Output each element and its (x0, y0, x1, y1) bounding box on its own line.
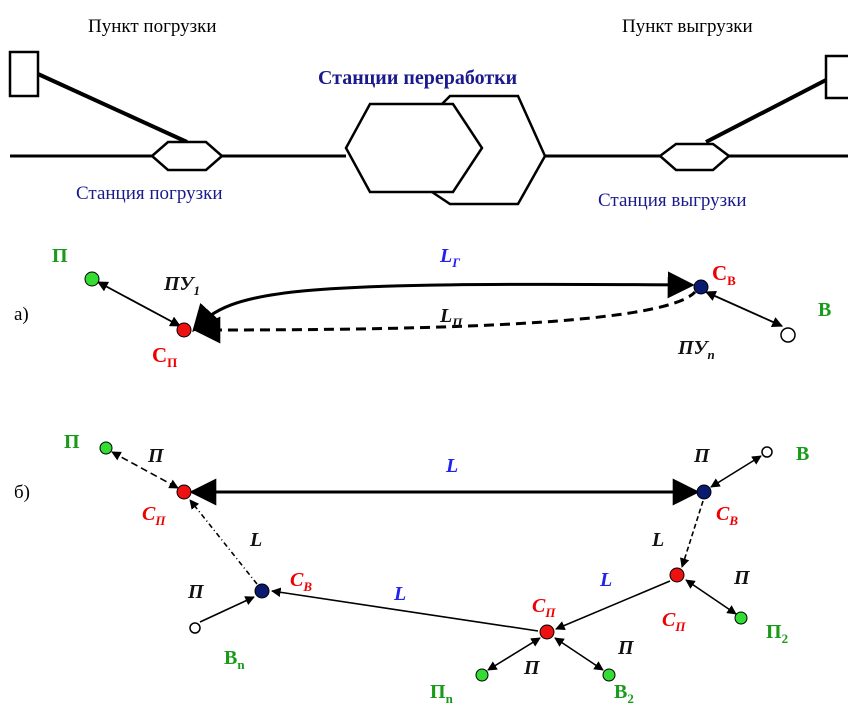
edge-cp3-v2 (554, 637, 604, 671)
diagram-a: а) П В СП СВ ПУ1 ПУn LГ LП (14, 245, 831, 370)
edge-cp2-p2 (685, 579, 737, 615)
edge-l-right2 (555, 580, 671, 631)
label-l-mid: L (393, 583, 406, 605)
edge-lp (193, 290, 697, 344)
node-cp (176, 322, 192, 338)
label-cp2: СП (662, 609, 686, 634)
loading-point-label: Пункт погрузки (88, 16, 217, 37)
node-vn (189, 622, 201, 634)
node-cv2 (254, 583, 270, 599)
node-pn (475, 668, 489, 682)
label-l-right: L (651, 529, 664, 551)
node-cp1 (176, 484, 192, 500)
edge-l-right (680, 500, 704, 568)
label-pi-4: П (733, 567, 751, 589)
label-l-left: L (249, 529, 262, 551)
node-p-top (99, 441, 113, 455)
label-pi-6: П (617, 637, 635, 659)
edge-cv2-vn (199, 596, 255, 623)
loading-station-shape (150, 140, 224, 172)
label-p2: П2 (766, 621, 788, 646)
edge-l-left (189, 499, 258, 585)
label-lp: LП (439, 305, 463, 330)
node-cp2 (669, 567, 685, 583)
unloading-point-block (824, 54, 848, 100)
processing-stations-label: Станции переработки (318, 67, 517, 89)
diagram-b: б) П В П П СП СВ L L L СВ П (14, 431, 809, 704)
unloading-station-shape (658, 142, 731, 172)
label-v: В (818, 299, 831, 321)
unloading-point-label: Пункт выгрузки (622, 16, 753, 37)
label-p: П (52, 245, 68, 267)
edge-p-cp (97, 281, 181, 327)
label-pun: ПУn (677, 337, 715, 362)
label-pu1: ПУ1 (163, 273, 200, 298)
edge-cv-v (705, 291, 783, 327)
loading-point-block (8, 50, 40, 98)
label-cp3: СП (532, 595, 556, 620)
processing-station-front (344, 102, 484, 194)
node-cv1 (696, 484, 712, 500)
label-pi-2: П (693, 445, 711, 467)
unloading-station-label: Станция выгрузки (598, 190, 747, 211)
node-v-top (761, 446, 773, 458)
node-v (780, 327, 796, 343)
loading-siding (37, 72, 188, 144)
label-p-top: П (64, 431, 80, 453)
node-cp3 (539, 624, 555, 640)
label-cv2: СВ (290, 569, 312, 594)
label-l-top: L (445, 455, 458, 477)
edge-p-cp1 (111, 451, 179, 489)
edge-l-mid (271, 587, 539, 632)
label-cp: СП (152, 343, 177, 370)
diagram-b-label: б) (14, 482, 30, 503)
label-cv1: СВ (716, 503, 738, 528)
edge-pn-cp3 (487, 637, 541, 671)
unloading-siding (705, 78, 827, 144)
edge-cv1-v (710, 455, 762, 488)
node-v2 (602, 668, 616, 682)
diagram-a-label: а) (14, 304, 29, 325)
label-pi-5: П (523, 657, 541, 679)
label-vn: Вn (224, 647, 245, 672)
label-v2: В2 (614, 681, 634, 704)
label-cv: СВ (712, 261, 736, 288)
loading-station-label: Станция погрузки (76, 183, 223, 204)
label-cp1: СП (142, 503, 166, 528)
top-scheme: Пункт погрузки Пункт выгрузки Станции пе… (8, 16, 848, 211)
label-pn: Пn (430, 681, 454, 704)
label-pi-3: П (187, 581, 205, 603)
node-cv (693, 279, 709, 295)
node-p2 (734, 611, 748, 625)
label-pi-1: П (147, 445, 165, 467)
label-v-top: В (796, 443, 809, 465)
label-l-right2: L (599, 569, 612, 591)
edge-lg (192, 271, 695, 333)
label-lg: LГ (439, 245, 460, 270)
node-p (84, 271, 100, 287)
